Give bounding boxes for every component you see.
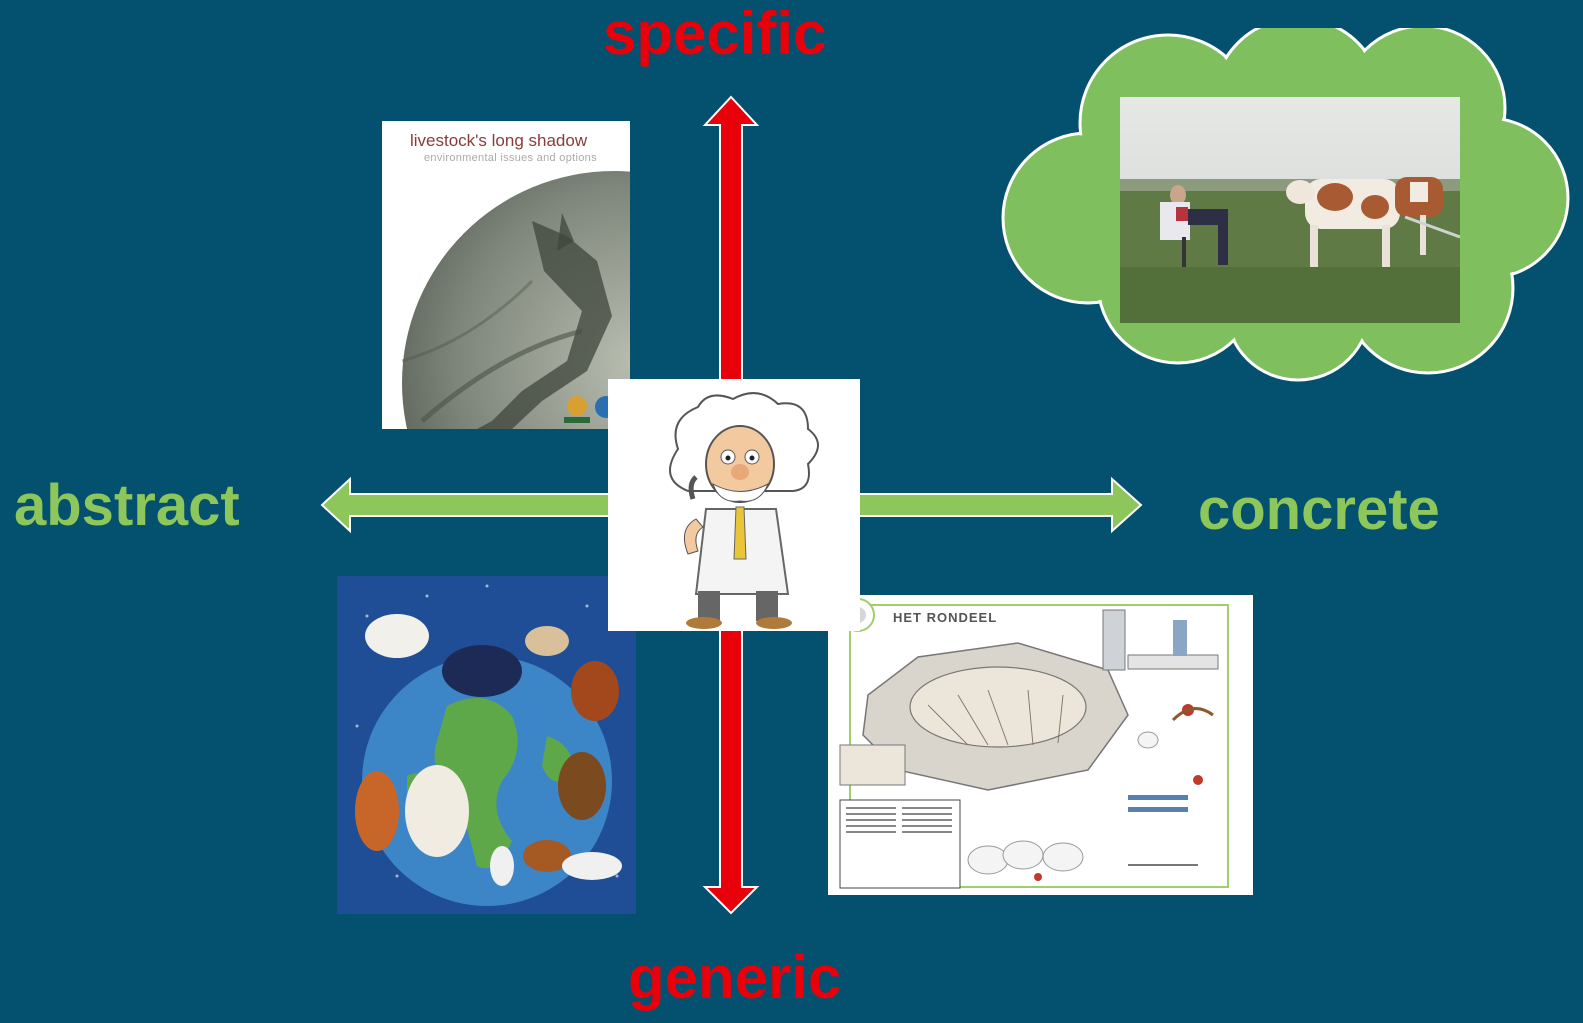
pasture-cows-photo bbox=[1120, 97, 1460, 323]
globe-shadow-illustration bbox=[401, 171, 630, 429]
rondeel-illustration bbox=[839, 598, 1229, 889]
book-subtitle: environmental issues and options bbox=[424, 152, 597, 164]
axis-label-specific: specific bbox=[603, 0, 827, 67]
cows-globe-painting bbox=[337, 576, 636, 914]
book-title: livestock's long shadow bbox=[410, 131, 588, 150]
book-cover-image: livestock's long shadow environmental is… bbox=[382, 121, 630, 429]
axis-label-abstract: abstract bbox=[14, 473, 240, 538]
axis-label-generic: generic bbox=[628, 944, 842, 1011]
het-rondeel-poster: HET RONDEEL bbox=[828, 595, 1253, 895]
axis-label-concrete: concrete bbox=[1198, 477, 1440, 542]
scientist-cartoon bbox=[608, 379, 860, 631]
globe-cows-scene bbox=[337, 576, 636, 914]
rondeel-title: HET RONDEEL bbox=[893, 610, 998, 625]
pasture-scene bbox=[1120, 97, 1460, 323]
scientist-illustration bbox=[669, 392, 819, 629]
